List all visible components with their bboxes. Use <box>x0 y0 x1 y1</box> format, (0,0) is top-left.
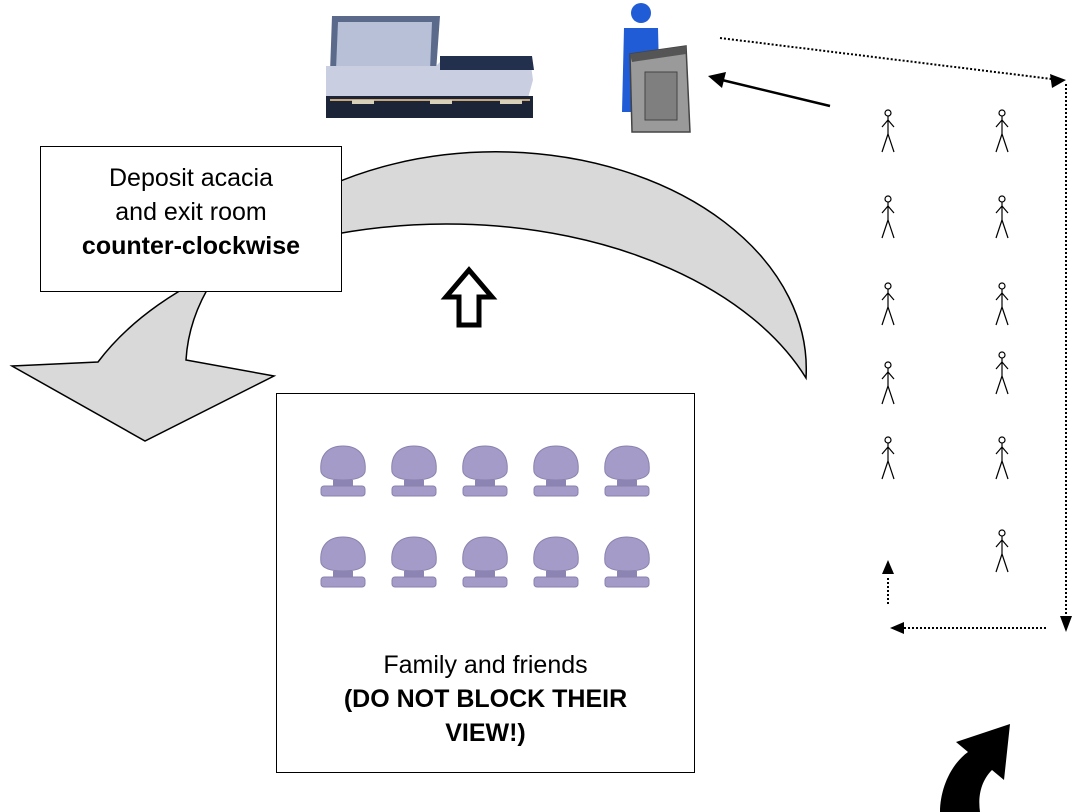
waiting-person-icon <box>881 109 895 153</box>
instruction-box: Deposit acacia and exit room counter-clo… <box>40 146 342 292</box>
chair-icon <box>457 533 513 589</box>
route-arrowhead-down <box>1060 616 1072 632</box>
instruction-line-1: Deposit acacia <box>109 164 273 192</box>
counter-clockwise-exit-arrow <box>9 151 808 442</box>
chair-rows <box>315 442 655 624</box>
waiting-person-icon <box>995 282 1009 326</box>
family-seating-box: Family and friends (DO NOT BLOCK THEIR V… <box>276 393 695 773</box>
route-arrowhead-left <box>890 622 904 634</box>
chair-icon <box>528 442 584 498</box>
family-label: Family and friends <box>383 651 588 679</box>
chair-icon <box>315 533 371 589</box>
waiting-person-icon <box>881 195 895 239</box>
waiting-person-icon <box>995 351 1009 395</box>
instruction-line-3: counter-clockwise <box>81 232 301 260</box>
chair-icon <box>457 442 513 498</box>
casket-icon <box>326 16 534 118</box>
chair-icon <box>528 533 584 589</box>
to-podium-arrowhead <box>708 72 726 88</box>
waiting-person-icon <box>881 361 895 405</box>
waiting-person-icon <box>995 529 1009 573</box>
chair-row <box>315 442 655 498</box>
entry-curved-arrow-icon <box>940 724 1010 812</box>
route-arrowhead-right <box>1050 74 1066 88</box>
waiting-person-icon <box>995 109 1009 153</box>
speaker-at-podium-icon <box>622 3 691 133</box>
forward-up-arrow-icon <box>440 266 498 328</box>
waiting-person-icon <box>995 436 1009 480</box>
chair-row <box>315 533 655 589</box>
chair-icon <box>315 442 371 498</box>
to-podium-arrow-line <box>721 78 831 108</box>
waiting-person-icon <box>881 282 895 326</box>
chair-icon <box>599 533 655 589</box>
chair-icon <box>386 533 442 589</box>
waiting-person-icon <box>995 195 1009 239</box>
route-arrowhead-up <box>882 560 894 574</box>
waiting-person-icon <box>881 436 895 480</box>
chair-icon <box>386 442 442 498</box>
family-warning: (DO NOT BLOCK THEIR VIEW!) <box>343 685 628 747</box>
instruction-line-2: and exit room <box>115 198 267 226</box>
chair-icon <box>599 442 655 498</box>
queue-route <box>719 37 1067 629</box>
